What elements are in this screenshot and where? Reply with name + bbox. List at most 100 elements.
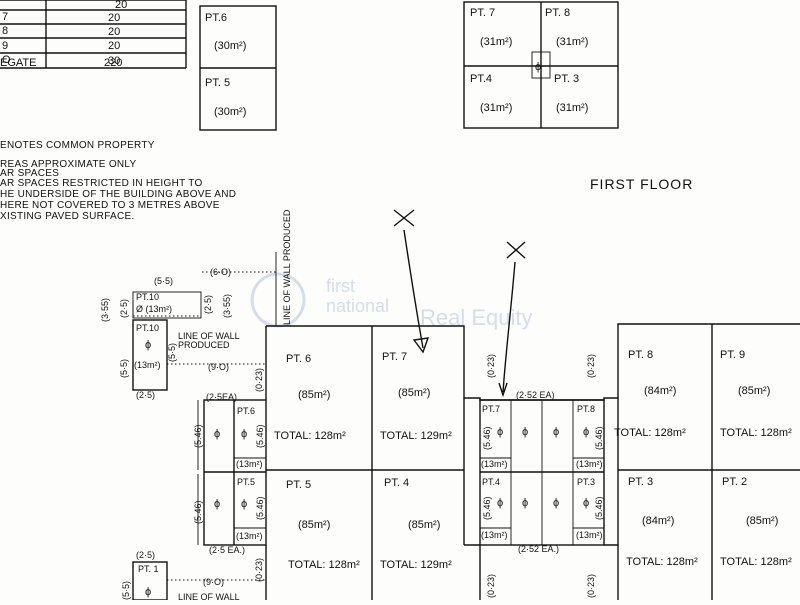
phi-g10: ϕ <box>522 497 528 509</box>
wall-labels: LINE OF WALL PRODUCED LINE OF WALL PRODU… <box>178 209 292 602</box>
dim-546-h: (5.46) <box>594 496 604 520</box>
dim-55-top: (5·5) <box>154 276 173 286</box>
garage-pt10b-area: (13m²) <box>134 360 161 370</box>
note-0: ENOTES COMMON PROPERTY <box>0 140 155 151</box>
unit-pt3-name: PT. 3 <box>628 476 653 488</box>
dim-25-v2: (2·5) <box>203 295 213 314</box>
unit-pt3-total: TOTAL: 128m² <box>626 556 698 568</box>
unit-labels: PT. 6 (85m²) TOTAL: 128m² PT. 7 (85m²) T… <box>274 349 792 571</box>
dim-252ea-2: (2·52 EA.) <box>518 544 559 554</box>
dim-25-pt1: (2·5) <box>136 550 155 560</box>
area-table: 20 7 20 8 20 9 20 O 30 EGATE 220 <box>0 0 187 69</box>
phi-g5: ϕ <box>497 426 503 438</box>
unit-pt8-area: (84m²) <box>644 385 676 397</box>
notes: ENOTES COMMON PROPERTY REAS APPROXIMATE … <box>0 140 236 222</box>
dim-355-a: (3·55) <box>100 298 110 322</box>
unit-pt5-total: TOTAL: 128m² <box>288 559 360 571</box>
table-value-0: 20 <box>115 0 127 11</box>
table-label-4: O <box>2 54 11 66</box>
garage-phi-symbols: ϕ ϕ ϕ ϕ ϕ ϕ ϕ ϕ ϕ ϕ ϕ ϕ ϕ ϕ <box>145 339 589 598</box>
unit-pt6-total: TOTAL: 128m² <box>274 430 346 442</box>
dim-252ea: (2·52 EA) <box>516 390 555 400</box>
pointer-arrow-icon <box>498 241 526 398</box>
dim-023-d: (0·23) <box>586 354 596 378</box>
table-value-4: 30 <box>108 55 120 67</box>
line-of-wall-bottom: LINE OF WALL <box>178 592 240 600</box>
phi-g11: ϕ <box>553 497 559 509</box>
first-floor-title: FIRST FLOOR <box>590 176 693 192</box>
line-of-wall-label: LINE OF WALL <box>178 331 240 341</box>
unit-pt7-name: PT. 7 <box>382 351 407 363</box>
upper-pt4-name: PT.4 <box>470 73 492 85</box>
garage-pt5-area: (13m²) <box>236 531 263 541</box>
garage-pt10a: PT.10 <box>136 292 159 302</box>
watermark: first national Real Equity <box>250 272 533 330</box>
phi-g8: ϕ <box>583 426 589 438</box>
dim-25ea-2: (2·5 EA.) <box>209 545 245 555</box>
dim-546-c: (5.46) <box>193 500 203 524</box>
upper-pt3-area: (31m²) <box>556 102 588 114</box>
note-6: XISTING PAVED SURFACE. <box>0 211 135 222</box>
garage-pt4: PT.4 <box>482 477 500 487</box>
unit-pt2-name: PT. 2 <box>722 476 747 488</box>
unit-pt9-total: TOTAL: 128m² <box>720 427 792 439</box>
dim-25ea: (2·5EA) <box>206 392 237 402</box>
dim-023-e: (0·23) <box>486 574 496 598</box>
dim-25-bottom: (2·5) <box>136 390 155 400</box>
table-label-5: EGATE <box>0 57 36 69</box>
upper-pt5-area: (30m²) <box>214 106 246 118</box>
dim-55-v2: (5·5) <box>167 343 177 362</box>
upper-pt4-area: (31m²) <box>480 102 512 114</box>
note-4: HE UNDERSIDE OF THE BUILDING ABOVE AND <box>0 189 236 200</box>
table-label-3: 9 <box>2 40 8 52</box>
garage-labels: PT.6 (13m²) PT.5 (13m²) PT.7 (13m²) PT.8… <box>134 292 603 574</box>
unit-pt4-name: PT. 4 <box>384 477 409 489</box>
garage-pt1: PT. 1 <box>138 564 159 574</box>
upper-pt3-name: PT. 3 <box>554 73 579 85</box>
unit-pt2-area: (85m²) <box>746 515 778 527</box>
unit-pt9-name: PT. 9 <box>720 349 745 361</box>
dim-546-e: (5.46) <box>482 426 492 450</box>
dim-546-d: (5.46) <box>255 496 265 520</box>
garage-pt10b: PT.10 <box>136 323 159 333</box>
phi-pt10: ϕ <box>145 339 151 351</box>
table-value-1: 20 <box>108 12 120 24</box>
unit-pt8-name: PT. 8 <box>628 349 653 361</box>
table-value-3: 20 <box>108 40 120 52</box>
garage-pt6-area: (13m²) <box>236 459 263 469</box>
upper-pt7-name: PT. 7 <box>470 7 495 19</box>
note-1: REAS APPROXIMATE ONLY <box>0 159 137 170</box>
phi-g3: ϕ <box>214 498 220 510</box>
note-5: HERE NOT COVERED TO 3 METRES ABOVE <box>0 200 220 211</box>
upper-pt6-name: PT.6 <box>205 12 227 24</box>
upper-pt5-name: PT. 5 <box>205 77 230 89</box>
garage-pt5: PT.5 <box>237 477 255 487</box>
watermark-line1: first <box>326 276 355 296</box>
dim-546-a: (5.46) <box>193 424 203 448</box>
garage-pt3: PT.3 <box>577 477 595 487</box>
unit-pt6-area: (85m²) <box>298 389 330 401</box>
unit-pt5-area: (85m²) <box>298 519 330 531</box>
garage-pt10a-area: Ø (13m²) <box>136 304 172 314</box>
dim-546-f: (5.46) <box>594 426 604 450</box>
dimensions: (5·5) (6·O) (9·O) (2·5) (2·5EA) (2·5 EA.… <box>100 267 604 600</box>
phi-g2: ϕ <box>241 428 247 440</box>
unit-pt2-total: TOTAL: 128m² <box>720 556 792 568</box>
garage-pt8: PT.8 <box>577 404 595 414</box>
dim-546-g: (5.46) <box>482 496 492 520</box>
table-label-1: 7 <box>2 11 8 23</box>
phi-g6: ϕ <box>522 426 528 438</box>
garage-pt7-area: (13m²) <box>481 459 508 469</box>
table-value-2: 20 <box>108 26 120 38</box>
unit-pt4-area: (85m²) <box>408 519 440 531</box>
dim-90: (9·O) <box>208 362 229 372</box>
line-of-wall-vertical: LINE OF WALL PRODUCED <box>282 209 292 325</box>
garage-pt7: PT.7 <box>482 404 500 414</box>
note-2: AR SPACES <box>0 168 59 179</box>
produced-label: PRODUCED <box>178 340 230 350</box>
dim-023-c: (0·23) <box>486 354 496 378</box>
phi-g7: ϕ <box>553 426 559 438</box>
unit-pt3-area: (84m²) <box>642 515 674 527</box>
dim-60: (6·O) <box>210 267 231 277</box>
